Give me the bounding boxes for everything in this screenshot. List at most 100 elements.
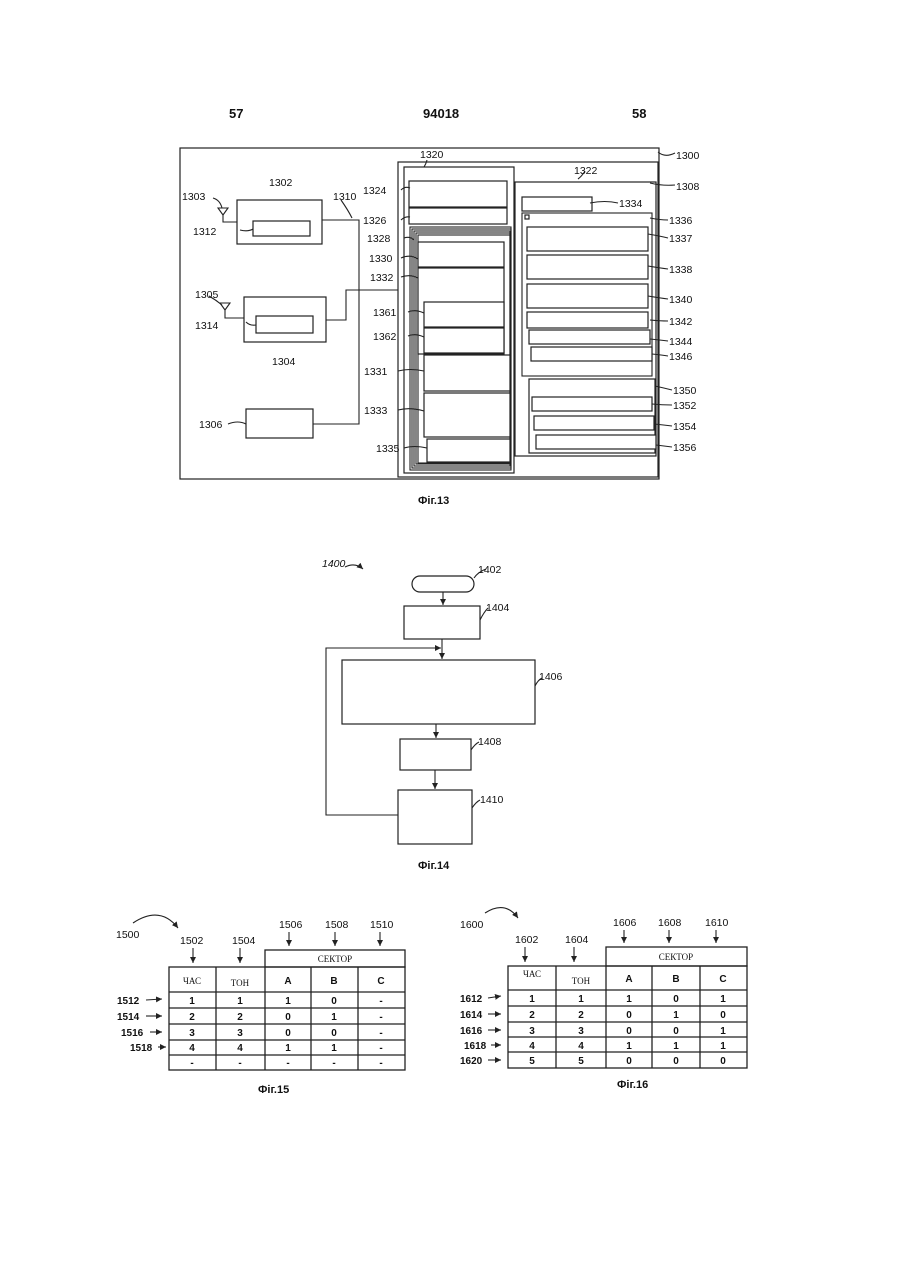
table-cell: 0	[331, 996, 337, 1007]
label-1302: 1302	[269, 177, 293, 189]
block-1361	[424, 302, 504, 327]
label-1362: 1362	[373, 331, 397, 343]
step-1404	[404, 606, 480, 639]
figure-15-caption: Фіг.15	[258, 1084, 289, 1096]
row-ref-1616: 1616	[460, 1026, 483, 1037]
table-cell: 3	[237, 1028, 243, 1039]
label-1330: 1330	[369, 253, 393, 265]
table-cell: 5	[529, 1056, 535, 1067]
table-cell: 2	[189, 1012, 195, 1023]
label-1346: 1346	[669, 351, 693, 363]
table-cell: 1	[673, 1041, 679, 1052]
figure-16: 1600 1602 1604 1606 1608 1610 СЕКТОР ЧАС…	[460, 908, 747, 1091]
label-1320: 1320	[420, 149, 444, 161]
row-ref-1620: 1620	[460, 1056, 483, 1067]
table-16-rows: 1 1 1 0 1 2 2 0 1 0 3 3 0 0 1 4 4 1 1 1 …	[529, 994, 726, 1067]
row-ref-1512: 1512	[117, 996, 140, 1007]
table-cell: 0	[285, 1028, 291, 1039]
block-1362	[424, 328, 504, 353]
label-1344: 1344	[669, 336, 693, 348]
block-1354	[534, 416, 654, 430]
group-header-sector: СЕКТОР	[318, 954, 352, 964]
block-1312	[253, 221, 310, 236]
figure-14: 1400 1402 1404 1406 1408 1410 Фіг.14	[322, 558, 563, 872]
step-1408	[400, 739, 471, 770]
label-1400: 1400	[322, 558, 346, 570]
label-1328: 1328	[367, 233, 391, 245]
label-1340: 1340	[669, 294, 693, 306]
block-1335	[427, 439, 510, 462]
label-1310: 1310	[333, 191, 357, 203]
block-1333	[424, 393, 510, 437]
block-1331	[424, 355, 510, 391]
table-cell: 4	[529, 1041, 535, 1052]
table-cell: -	[379, 1028, 382, 1039]
table-cell: 3	[578, 1026, 584, 1037]
block-1314	[256, 316, 313, 333]
block-1324	[409, 181, 507, 207]
col-ref-1506: 1506	[279, 919, 303, 931]
table-cell: 1	[189, 996, 195, 1007]
table-cell: 0	[626, 1010, 632, 1021]
col-ref-1610: 1610	[705, 917, 729, 929]
table-cell: 1	[331, 1043, 337, 1054]
col-ref-1508: 1508	[325, 919, 349, 931]
table-cell: 0	[626, 1026, 632, 1037]
label-1356: 1356	[673, 442, 697, 454]
label-1500: 1500	[116, 929, 140, 941]
label-1303: 1303	[182, 191, 206, 203]
col-ref-1608: 1608	[658, 917, 682, 929]
col-ref-1606: 1606	[613, 917, 637, 929]
step-1410	[398, 790, 472, 844]
table-cell: 1	[626, 1041, 632, 1052]
block-1340	[527, 284, 648, 308]
table-cell: -	[238, 1058, 241, 1069]
block-1342	[527, 312, 648, 328]
header-time: ЧАС	[183, 976, 201, 986]
table-cell: -	[379, 996, 382, 1007]
table-cell: 1	[626, 994, 632, 1005]
figure-13: 1300 1302 1303 1304 1305 1306 1308 1310 …	[180, 148, 700, 507]
label-1337: 1337	[669, 233, 693, 245]
figure-15: 1500 1502 1504 1506 1508 1510 СЕКТОР ЧАС…	[116, 915, 405, 1096]
label-1300: 1300	[676, 150, 700, 162]
label-1333: 1333	[364, 405, 388, 417]
label-1600: 1600	[460, 919, 484, 931]
table-cell: 4	[189, 1043, 195, 1054]
table-cell: 5	[578, 1056, 584, 1067]
table-cell: 3	[529, 1026, 535, 1037]
table-cell: 0	[720, 1010, 726, 1021]
label-1331: 1331	[364, 366, 388, 378]
row-ref-1518: 1518	[130, 1043, 153, 1054]
header-c: C	[719, 974, 726, 985]
table-cell: 0	[285, 1012, 291, 1023]
table-cell: 1	[720, 1041, 726, 1052]
col-ref-1504: 1504	[232, 935, 256, 947]
block-1352	[532, 397, 652, 411]
label-1332: 1332	[370, 272, 394, 284]
table-cell: 2	[578, 1010, 584, 1021]
row-ref-1618: 1618	[464, 1041, 487, 1052]
table-cell: -	[379, 1043, 382, 1054]
label-1361: 1361	[373, 307, 397, 319]
row-ref-1612: 1612	[460, 994, 483, 1005]
table-cell: -	[379, 1058, 382, 1069]
header-b: B	[330, 976, 337, 987]
label-1410: 1410	[480, 794, 504, 806]
block-1334	[522, 197, 592, 211]
header-c: C	[377, 976, 384, 987]
table-cell: -	[190, 1058, 193, 1069]
header-b: B	[672, 974, 679, 985]
table-cell: 0	[626, 1056, 632, 1067]
table-cell: 0	[673, 994, 679, 1005]
header-tone: ТОН	[572, 976, 591, 986]
figure-16-caption: Фіг.16	[617, 1079, 648, 1091]
table-cell: -	[286, 1058, 289, 1069]
block-1356	[536, 435, 656, 449]
label-1324: 1324	[363, 185, 387, 197]
label-1402: 1402	[478, 564, 502, 576]
label-1336: 1336	[669, 215, 693, 227]
label-1314: 1314	[195, 320, 219, 332]
table-cell: 1	[720, 994, 726, 1005]
